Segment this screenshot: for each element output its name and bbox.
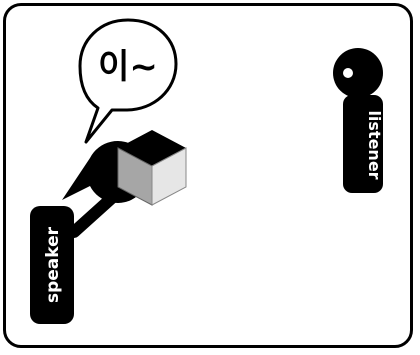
- cube-right-face: [151, 147, 187, 206]
- listener-head: [333, 48, 383, 98]
- speaker-arm: [68, 190, 120, 238]
- listener-body: listener: [343, 95, 384, 193]
- speaker-eye: [62, 146, 74, 158]
- speech-bubble-shape: [78, 18, 178, 144]
- cube-object: [117, 130, 187, 206]
- speaker-label: speaker: [43, 226, 63, 303]
- listener-label: listener: [365, 110, 384, 179]
- speaker-body: speaker: [30, 206, 74, 324]
- listener-eye: [343, 68, 353, 78]
- speech-bubble-text: 이~: [98, 47, 158, 87]
- speech-bubble: 이~: [78, 18, 178, 144]
